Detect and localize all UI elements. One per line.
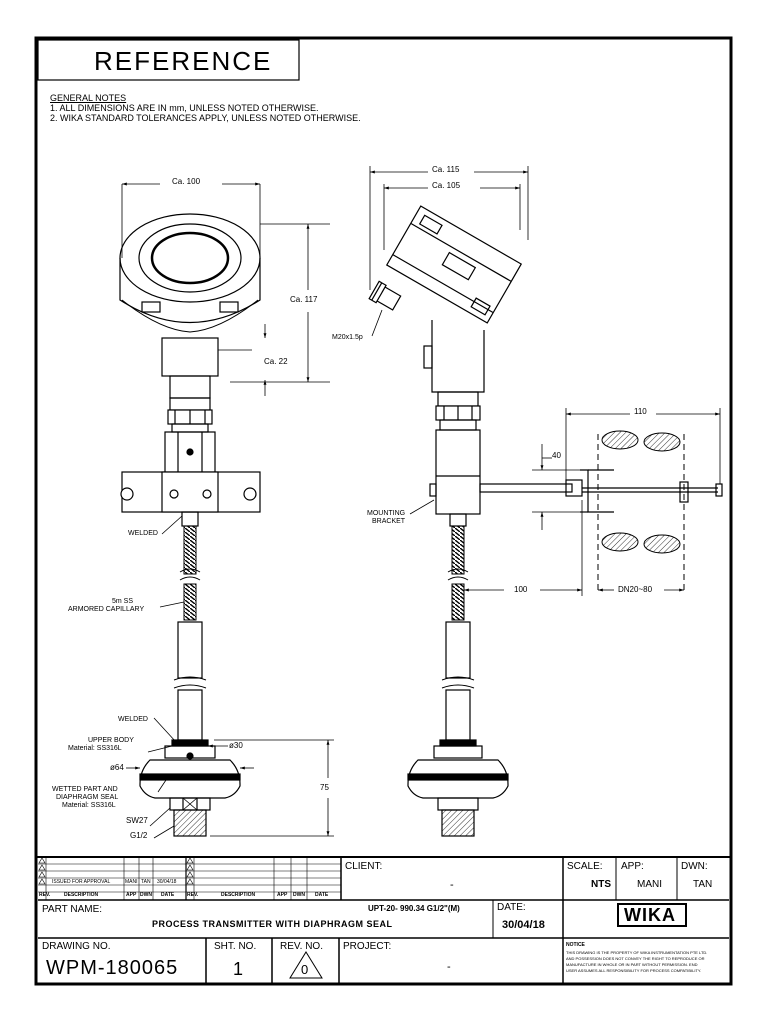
callout-wetted-3: Material: SS316L — [62, 802, 116, 809]
date-label: DATE: — [497, 902, 526, 913]
dim-front-height: Ca. 117 — [290, 295, 318, 304]
callout-mounting-1: MOUNTING — [367, 510, 406, 517]
app-label: APP: — [621, 861, 644, 872]
callout-upper-body-1: UPPER BODY — [88, 737, 134, 744]
title-block-lines — [36, 856, 731, 984]
dim-neck: Ca. 22 — [264, 357, 288, 366]
reference-box — [37, 39, 300, 81]
general-notes-heading: GENERAL NOTES — [50, 93, 127, 103]
rev-header-app-2: APP — [277, 892, 288, 898]
dim-side-inner: Ca. 105 — [432, 181, 461, 190]
part-code: UPT-20- 990.34 G1/2"(M) — [368, 904, 460, 913]
rev-no-label: REV. NO. — [280, 941, 323, 952]
drawing-no-label: DRAWING NO. — [42, 941, 111, 952]
callout-mounting-2: BRACKET — [372, 518, 406, 525]
scale-value: NTS — [591, 879, 611, 890]
dim-seal-height: 75 — [320, 783, 329, 792]
dim-thread: M20x1.5p — [332, 334, 363, 341]
rev-no-value: 0 — [301, 962, 309, 977]
side-dimensions — [369, 166, 721, 596]
notice-line-4: USER ASSUMES ALL RESPONSIBILITY FOR PROC… — [566, 968, 702, 973]
sheet-border — [34, 36, 733, 986]
callout-upper-body-2: Material: SS316L — [68, 745, 122, 752]
callout-wetted-1: WETTED PART AND — [52, 786, 118, 793]
general-note-1: 1. ALL DIMENSIONS ARE IN mm, UNLESS NOTE… — [50, 103, 319, 113]
date-value: 30/04/18 — [502, 919, 545, 931]
rev-no-triangle — [289, 951, 323, 979]
rev-header-description: DESCRIPTION — [64, 892, 99, 898]
callout-wetted-2: DIAPHRAGM SEAL — [56, 794, 119, 801]
rev-header-dwn-2: DWN — [293, 892, 305, 898]
front-view — [119, 213, 261, 837]
callout-welded-bottom: WELDED — [118, 716, 148, 723]
dim-capillary-offset: 100 — [514, 585, 528, 594]
dwn-value: TAN — [693, 879, 713, 890]
dim-pipe-size: DN20~80 — [618, 585, 653, 594]
rev-row-description: ISSUED FOR APPROVAL — [52, 879, 111, 885]
dim-bracket-height: 40 — [552, 451, 561, 460]
callout-capillary-1: 5m SS — [112, 598, 134, 605]
project-value: - — [447, 961, 451, 973]
side-view — [368, 205, 723, 837]
dim-pipe-width: 110 — [634, 407, 647, 416]
drawing-no-value: WPM-180065 — [46, 957, 179, 979]
dim-seal-dia: ø64 — [110, 763, 124, 772]
notice-line-2: AND POSSESSION DOES NOT CONVEY THE RIGHT… — [566, 956, 705, 961]
front-dimensions — [121, 182, 334, 839]
rev-header-rev: REV. — [39, 892, 51, 898]
callout-capillary-2: ARMORED CAPILLARY — [68, 606, 145, 613]
client-label: CLIENT: — [345, 861, 383, 872]
notice-label: NOTICE — [566, 942, 585, 948]
wika-logo-frame — [617, 903, 687, 927]
rev-header-dwn: DWN — [140, 892, 152, 898]
project-label: PROJECT: — [343, 941, 392, 952]
pipe — [597, 434, 685, 590]
client-value: - — [450, 879, 454, 891]
rev-header-app: APP — [126, 892, 137, 898]
notice-line-3: MANUFACTURE IN WHOLE OR IN PART WITHOUT … — [566, 962, 698, 967]
part-name-value: PROCESS TRANSMITTER WITH DIAPHRAGM SEAL — [152, 919, 393, 929]
sht-no-label: SHT. NO. — [214, 941, 257, 952]
scale-label: SCALE: — [567, 861, 603, 872]
wika-logo: WIKA — [624, 905, 676, 925]
dim-seal-top: ø30 — [229, 741, 243, 750]
rev-triangles — [38, 857, 194, 885]
part-name-label: PART NAME: — [42, 904, 103, 915]
sht-no-value: 1 — [233, 959, 244, 979]
rev-header-description-2: DESCRIPTION — [221, 892, 256, 898]
general-note-2: 2. WIKA STANDARD TOLERANCES APPLY, UNLES… — [50, 113, 361, 123]
pipe-breaks — [601, 430, 681, 554]
rev-header-rev-2: REV. — [187, 892, 199, 898]
reference-title: REFERENCE — [94, 46, 273, 76]
callout-g: G1/2 — [130, 831, 148, 840]
rev-row-app: MANI — [125, 879, 138, 885]
dwn-label: DWN: — [681, 861, 708, 872]
callout-welded-top: WELDED — [128, 530, 158, 537]
app-value: MANI — [637, 879, 662, 890]
callout-sw: SW27 — [126, 816, 148, 825]
rev-header-date-2: DATE — [315, 892, 329, 898]
dim-side-outer: Ca. 115 — [432, 165, 460, 174]
notice-line-1: THIS DRAWING IS THE PROPERTY OF WIKA INS… — [566, 950, 708, 955]
rev-row-dwn: TAN — [141, 879, 151, 885]
rev-header-date: DATE — [161, 892, 175, 898]
dim-front-width: Ca. 100 — [172, 177, 201, 186]
rev-row-date: 30/04/18 — [157, 879, 177, 885]
